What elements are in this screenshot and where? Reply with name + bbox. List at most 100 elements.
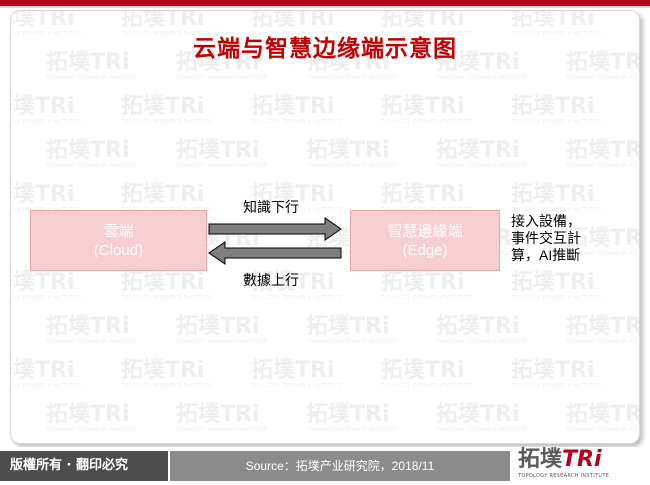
footer: 版權所有 · 翻印必究 Source：拓墣产业研究院，2018/11 拓墣TRi… xyxy=(0,447,650,485)
watermark-tagline: TOPOLOGY RESEARCH INSTITUTE xyxy=(121,31,213,37)
watermark-tagline: TOPOLOGY RESEARCH INSTITUTE xyxy=(251,119,343,125)
watermark-brand-en: TRi xyxy=(425,270,465,295)
top-accent-bar xyxy=(0,0,650,6)
arrow-down-label: 知識下行 xyxy=(243,199,299,215)
watermark-tagline: TOPOLOGY RESEARCH INSTITUTE xyxy=(251,295,343,301)
arrow-up-label: 數據上行 xyxy=(243,272,299,288)
edge-box: 智慧邊緣端 (Edge) xyxy=(350,210,500,271)
watermark-brand-cn: 拓墣 xyxy=(436,402,481,427)
watermark-brand-en: TRi xyxy=(220,138,260,163)
watermark-brand-cn: 拓墣 xyxy=(121,182,166,207)
watermark-brand-en: TRi xyxy=(90,138,130,163)
watermark-brand-en: TRi xyxy=(480,314,520,339)
watermark-brand-en: TRi xyxy=(480,138,520,163)
watermark-brand-cn: 拓墣 xyxy=(306,138,351,163)
watermark-tagline: TOPOLOGY RESEARCH INSTITUTE xyxy=(306,339,398,345)
watermark-brand-en: TRi xyxy=(90,402,130,427)
watermark-tagline: TOPOLOGY RESEARCH INSTITUTE xyxy=(511,119,603,125)
source-citation: Source：拓墣产业研究院，2018/11 xyxy=(170,451,510,481)
watermark-brand-en: TRi xyxy=(610,138,639,163)
side-note-line: 接入設備， xyxy=(511,213,581,229)
logo-brand-en: TRi xyxy=(562,447,602,472)
watermark-tagline: TOPOLOGY RESEARCH INSTITUTE xyxy=(436,163,528,169)
watermark-tagline: TOPOLOGY RESEARCH INSTITUTE xyxy=(121,383,213,389)
watermark-tagline: TOPOLOGY RESEARCH INSTITUTE xyxy=(11,119,83,125)
watermark-tagline: TOPOLOGY RESEARCH INSTITUTE xyxy=(381,295,473,301)
watermark-tagline: TOPOLOGY RESEARCH INSTITUTE xyxy=(381,31,473,37)
watermark-brand-cn: 拓墣 xyxy=(11,182,36,207)
watermark-tagline: TOPOLOGY RESEARCH INSTITUTE xyxy=(306,75,398,81)
side-note-line: 事件交互計 xyxy=(511,230,581,246)
watermark-tagline: TOPOLOGY RESEARCH INSTITUTE xyxy=(46,75,138,81)
watermark-tagline: TOPOLOGY RESEARCH INSTITUTE xyxy=(11,295,83,301)
watermark-brand-cn: 拓墣 xyxy=(381,182,426,207)
watermark-brand-en: TRi xyxy=(610,314,639,339)
watermark-brand-cn: 拓墣 xyxy=(436,314,481,339)
watermark-brand-cn: 拓墣 xyxy=(306,50,351,75)
watermark-brand-cn: 拓墣 xyxy=(46,138,91,163)
watermark-brand-en: TRi xyxy=(295,10,335,31)
watermark-brand-cn: 拓墣 xyxy=(511,270,556,295)
edge-box-label: 智慧邊緣端 xyxy=(387,222,463,240)
watermark-tagline: TOPOLOGY RESEARCH INSTITUTE xyxy=(176,427,268,433)
watermark-brand-cn: 拓墣 xyxy=(566,226,611,251)
watermark-brand-cn: 拓墣 xyxy=(306,314,351,339)
watermark-tagline: TOPOLOGY RESEARCH INSTITUTE xyxy=(46,339,138,345)
watermark-brand-cn: 拓墣 xyxy=(176,314,221,339)
watermark-brand-cn: 拓墣 xyxy=(381,270,426,295)
watermark-brand-en: TRi xyxy=(480,50,520,75)
watermark-brand-en: TRi xyxy=(165,10,205,31)
watermark-brand-cn: 拓墣 xyxy=(251,358,296,383)
watermark-brand-en: TRi xyxy=(35,10,75,31)
watermark-tagline: TOPOLOGY RESEARCH INSTITUTE xyxy=(251,383,343,389)
watermark-brand-cn: 拓墣 xyxy=(306,402,351,427)
watermark-brand-cn: 拓墣 xyxy=(381,94,426,119)
watermark-brand-en: TRi xyxy=(350,138,390,163)
watermark-brand-en: TRi xyxy=(35,182,75,207)
cloud-box-label: 雲端 xyxy=(103,222,134,240)
watermark-brand-cn: 拓墣 xyxy=(176,50,221,75)
watermark-brand-en: TRi xyxy=(555,182,595,207)
logo-brand-cn: 拓墣 xyxy=(518,447,563,472)
watermark-brand-cn: 拓墣 xyxy=(11,10,36,31)
side-note-line: 算，AI推斷 xyxy=(511,247,581,263)
watermark-tagline: TOPOLOGY RESEARCH INSTITUTE xyxy=(436,339,528,345)
watermark-brand-cn: 拓墣 xyxy=(511,10,556,31)
slide-title: 云端与智慧边缘端示意图 xyxy=(193,35,457,62)
watermark-brand-cn: 拓墣 xyxy=(11,94,36,119)
watermark-tagline: TOPOLOGY RESEARCH INSTITUTE xyxy=(176,163,268,169)
watermark-tagline: TOPOLOGY RESEARCH INSTITUTE xyxy=(381,383,473,389)
watermark-brand-cn: 拓墣 xyxy=(251,182,296,207)
watermark-tagline: TOPOLOGY RESEARCH INSTITUTE xyxy=(11,31,83,37)
watermark-brand-cn: 拓墣 xyxy=(511,182,556,207)
watermark-brand-cn: 拓墣 xyxy=(46,314,91,339)
watermark-tagline: TOPOLOGY RESEARCH INSTITUTE xyxy=(176,75,268,81)
edge-box-sublabel: (Edge) xyxy=(402,241,448,259)
watermark-tagline: TOPOLOGY RESEARCH INSTITUTE xyxy=(511,207,603,213)
watermark-brand-en: TRi xyxy=(555,358,595,383)
logo-tagline: TOPOLOGY RESEARCH INSTITUTE xyxy=(518,473,610,479)
watermark-brand-cn: 拓墣 xyxy=(566,50,611,75)
